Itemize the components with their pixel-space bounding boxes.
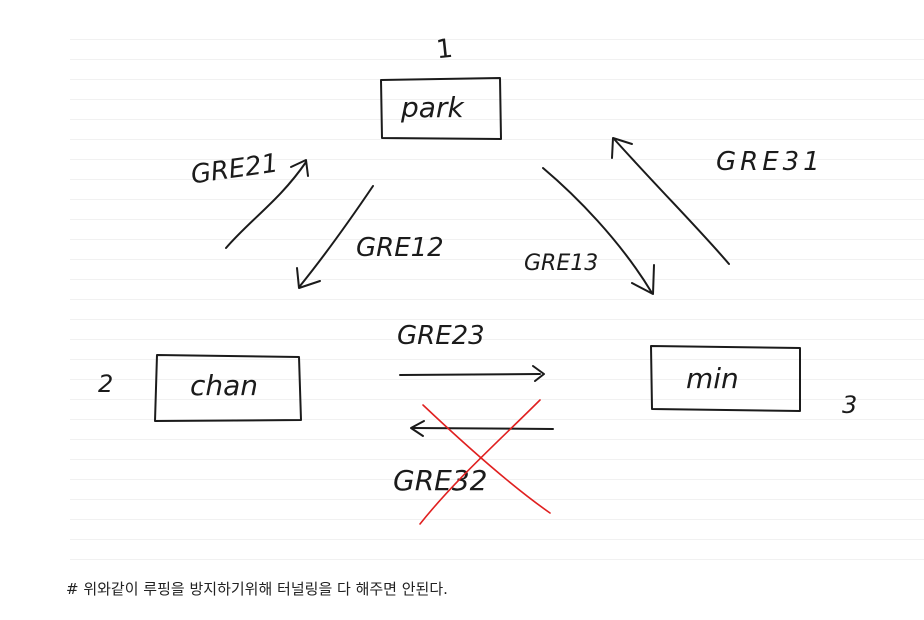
edge-gre32-strike-1 [422, 404, 551, 514]
edge-gre23: GRE23 [397, 321, 545, 382]
edge-gre12: GRE12 [296, 185, 444, 289]
node-min-box [650, 345, 801, 412]
notebook-lines [70, 20, 924, 560]
edge-gre12-line [299, 185, 374, 287]
edge-gre13-label: GRE13 [524, 251, 598, 276]
edge-gre31-label: GRE31 [716, 147, 824, 177]
caption-text: # 위와같이 루핑을 방지하기위해 터널링을 다 해주면 안된다. [66, 580, 448, 598]
node-park-number: 1 [435, 34, 455, 66]
edge-gre32-label: GRE32 [393, 464, 487, 497]
edge-gre23-label: GRE23 [397, 321, 485, 351]
node-chan-label: chan [190, 369, 258, 402]
node-min: min 3 [650, 345, 857, 419]
edge-gre12-label: GRE12 [356, 233, 444, 263]
node-chan-box [154, 354, 302, 422]
edge-gre32-arrowhead [410, 420, 425, 437]
edge-gre21-line [225, 161, 307, 249]
node-min-number: 3 [842, 391, 857, 419]
edge-gre31-line [614, 139, 730, 265]
edge-gre31: GRE31 [611, 137, 824, 265]
node-park-label: park [400, 91, 465, 124]
edge-gre13-line [542, 167, 653, 294]
edge-gre23-arrowhead [532, 365, 545, 382]
edge-gre21: GRE21 [189, 148, 309, 249]
node-park-box [380, 77, 502, 140]
edge-gre13-arrowhead [631, 264, 655, 295]
network-diagram: 1 park 2 chan min 3 GRE21 GRE12 GRE13 GR… [98, 34, 857, 525]
edge-gre23-line [399, 373, 541, 376]
node-chan: 2 chan [98, 354, 302, 422]
edge-gre32-strike-2 [419, 399, 541, 525]
node-chan-number: 2 [98, 370, 113, 398]
edge-gre32-line [412, 427, 554, 430]
edge-gre12-arrowhead [296, 267, 321, 289]
edge-gre21-arrowhead [290, 159, 309, 177]
edge-gre32: GRE32 [393, 399, 554, 525]
edge-gre13: GRE13 [524, 167, 655, 295]
node-park: 1 park [380, 34, 502, 140]
edge-gre21-label: GRE21 [189, 148, 280, 190]
node-min-label: min [686, 362, 739, 395]
edge-gre31-arrowhead [611, 137, 633, 159]
